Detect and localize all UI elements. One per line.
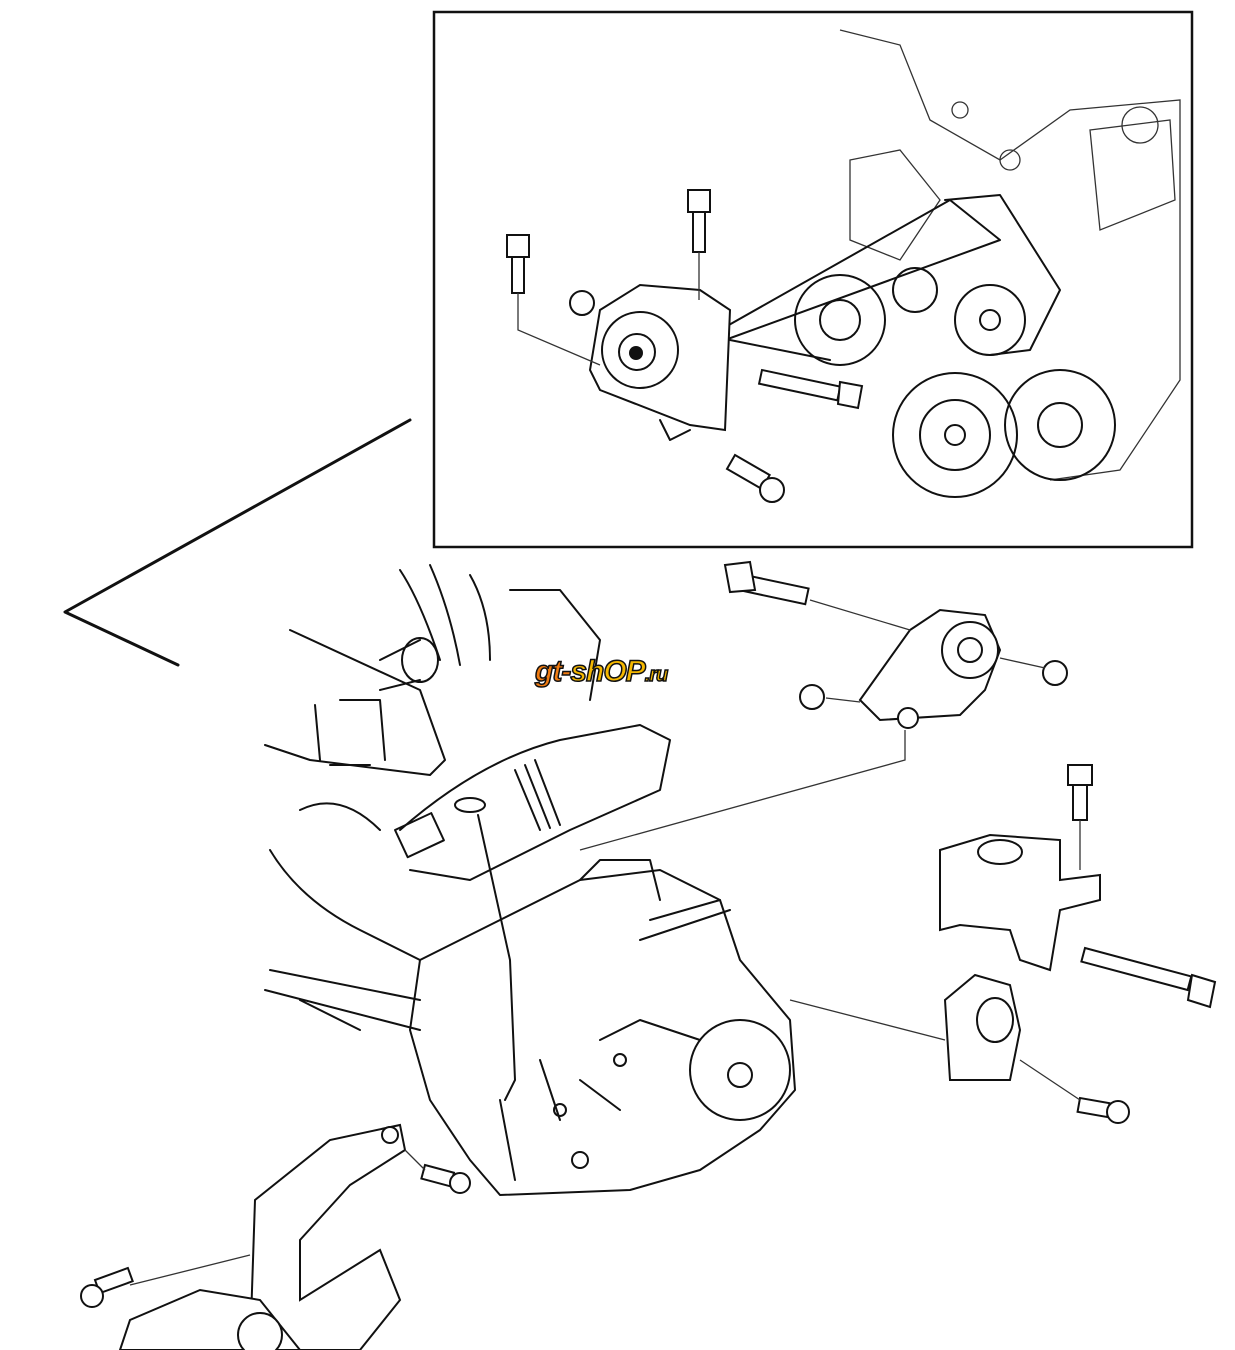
main-intake-tube	[394, 724, 671, 881]
inset-engine-front	[839, 29, 1181, 481]
dipstick	[454, 797, 516, 1101]
main-engine-block	[264, 564, 601, 961]
inset-engine-mount	[588, 283, 732, 441]
logo-prefix: gt-	[534, 654, 572, 689]
logo-suffix: .ru	[644, 663, 669, 687]
gt-shop-watermark-logo: gt-shOP.ru	[534, 654, 669, 689]
lower-left-mount	[80, 1123, 471, 1350]
logo-main: shOP	[570, 654, 647, 689]
main-transaxle	[264, 859, 796, 1196]
upper-right-mount	[579, 560, 1068, 851]
inset-pointer-lines	[63, 418, 412, 667]
inset-pulleys	[719, 194, 1116, 498]
right-mount-bracket	[789, 764, 1217, 1124]
detail-inset-frame	[432, 10, 1194, 549]
inset-bolts	[506, 189, 864, 503]
